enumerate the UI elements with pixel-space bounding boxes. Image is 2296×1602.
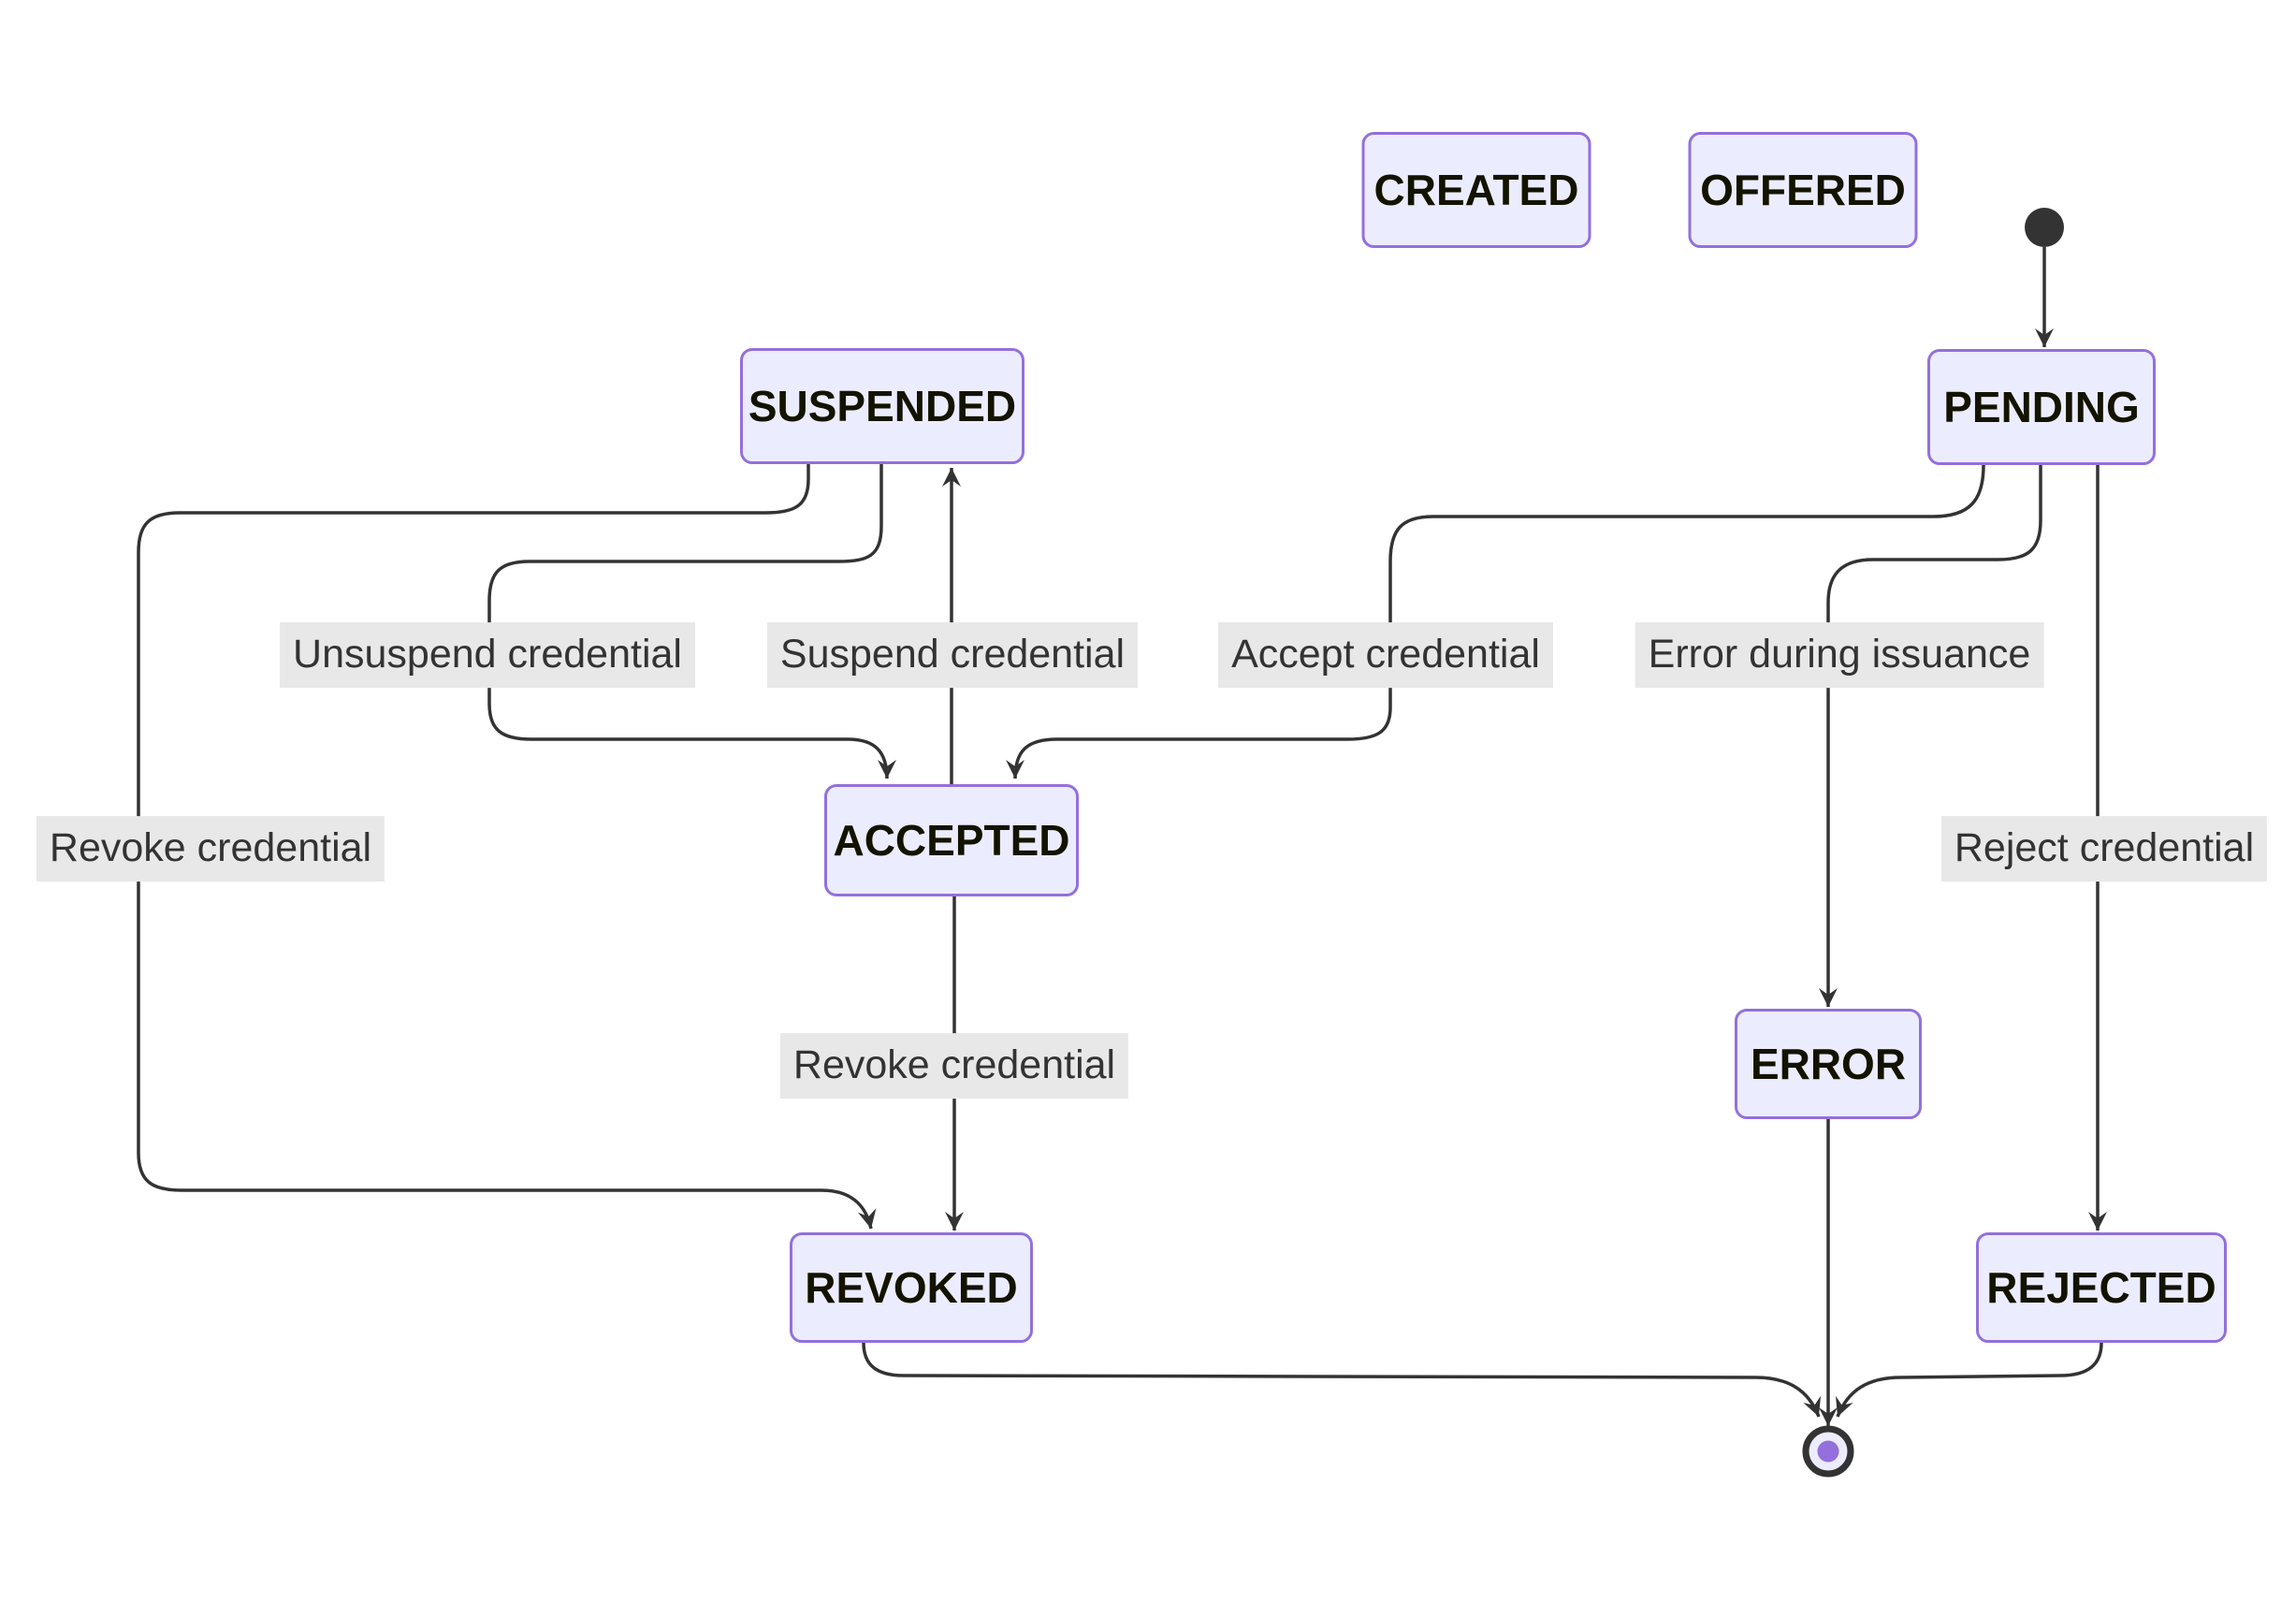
state-node-created: CREATED bbox=[1361, 132, 1591, 248]
state-node-pending: PENDING bbox=[1927, 349, 2156, 465]
edge-label-suspend-credential: Suspend credential bbox=[766, 622, 1139, 688]
edge-pending-accepted bbox=[1006, 464, 1985, 779]
edge-label-unsuspend-credential: Unsuspend credential bbox=[280, 622, 695, 688]
edge-label-reject-credential: Reject credential bbox=[1940, 816, 2268, 881]
state-node-revoked: REVOKED bbox=[790, 1232, 1033, 1343]
edge-label-revoke-credential-left: Revoke credential bbox=[36, 816, 385, 881]
state-node-error: ERROR bbox=[1735, 1009, 1922, 1119]
edge-label-revoke-credential-center: Revoke credential bbox=[779, 1033, 1129, 1099]
initial-state-dot bbox=[2025, 208, 2064, 247]
state-node-accepted: ACCEPTED bbox=[824, 784, 1079, 896]
final-state-marker bbox=[1802, 1425, 1854, 1478]
state-node-suspended: SUSPENDED bbox=[740, 348, 1024, 464]
edge-label-error-during-issuance: Error during issuance bbox=[1635, 622, 2044, 688]
edge-suspended-accepted bbox=[487, 464, 896, 779]
state-node-offered: OFFERED bbox=[1688, 132, 1918, 248]
state-node-rejected: REJECTED bbox=[1976, 1232, 2227, 1343]
edge-rejected-final bbox=[1836, 1342, 2103, 1418]
edge-pending-error bbox=[1819, 465, 2042, 1007]
final-state-inner-dot bbox=[1817, 1440, 1839, 1463]
edge-revoked-final bbox=[862, 1342, 1821, 1418]
edge-label-accept-credential: Accept credential bbox=[1218, 622, 1553, 688]
edge-suspended-revoked bbox=[137, 464, 877, 1230]
